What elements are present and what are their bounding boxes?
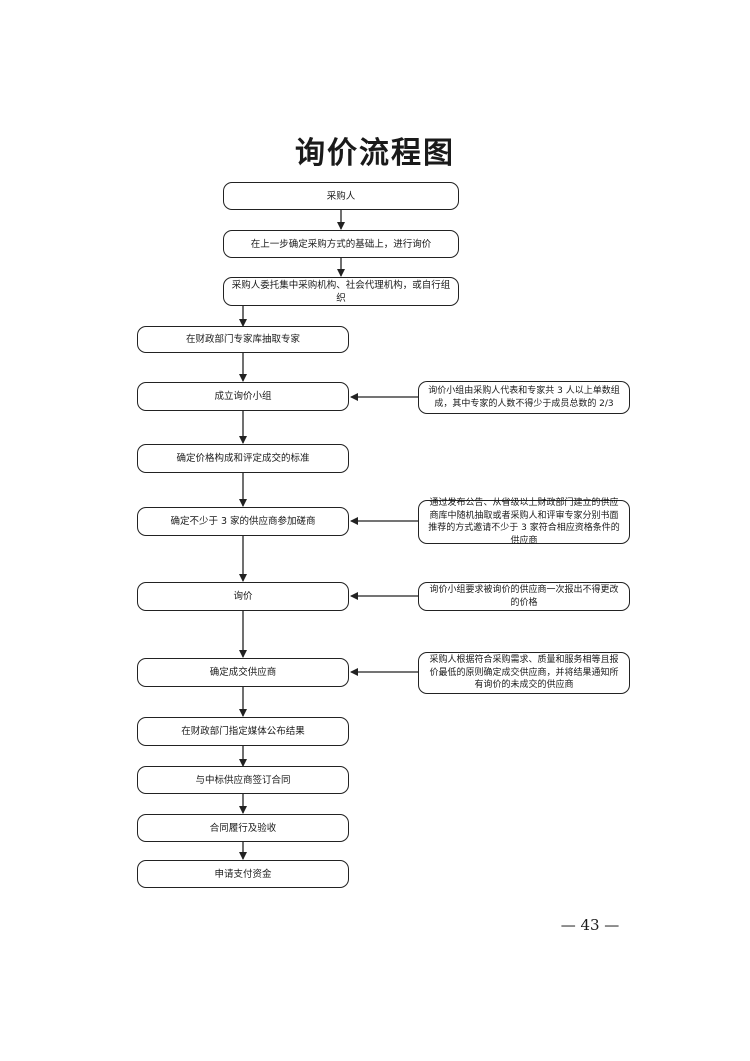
step-form-panel: 成立询价小组 bbox=[137, 382, 349, 411]
step-sign-contract: 与中标供应商签订合同 bbox=[137, 766, 349, 794]
page-title: 询价流程图 bbox=[295, 136, 455, 171]
step-select-suppliers: 确定不少于 3 家的供应商参加磋商 bbox=[137, 507, 349, 536]
step-request-payment: 申请支付资金 bbox=[137, 860, 349, 888]
note-supplier-invitation: 通过发布公告、从省级以上财政部门建立的供应商库中随机抽取或者采购人和评审专家分别… bbox=[418, 498, 630, 546]
note-panel-composition: 询价小组由采购人代表和专家共 3 人以上单数组成，其中专家的人数不得少于成员总数… bbox=[418, 381, 630, 414]
step-determine-supplier: 确定成交供应商 bbox=[137, 658, 349, 687]
note-award-principle: 采购人根据符合采购需求、质量和服务相等且报价最低的原则确定成交供应商，并将结果通… bbox=[418, 652, 630, 694]
step-purchaser: 采购人 bbox=[223, 182, 459, 210]
page-number: — 43 — bbox=[560, 916, 620, 934]
step-performance-acceptance: 合同履行及验收 bbox=[137, 814, 349, 842]
step-set-criteria: 确定价格构成和评定成交的标准 bbox=[137, 444, 349, 473]
step-publish-result: 在财政部门指定媒体公布结果 bbox=[137, 717, 349, 746]
step-inquiry: 询价 bbox=[137, 582, 349, 611]
step-entrust-agency: 采购人委托集中采购机构、社会代理机构，或自行组织 bbox=[223, 277, 459, 306]
step-draw-experts: 在财政部门专家库抽取专家 bbox=[137, 326, 349, 353]
note-fixed-price: 询价小组要求被询价的供应商一次报出不得更改的价格 bbox=[418, 582, 630, 611]
step-inquiry-basis: 在上一步确定采购方式的基础上，进行询价 bbox=[223, 230, 459, 258]
